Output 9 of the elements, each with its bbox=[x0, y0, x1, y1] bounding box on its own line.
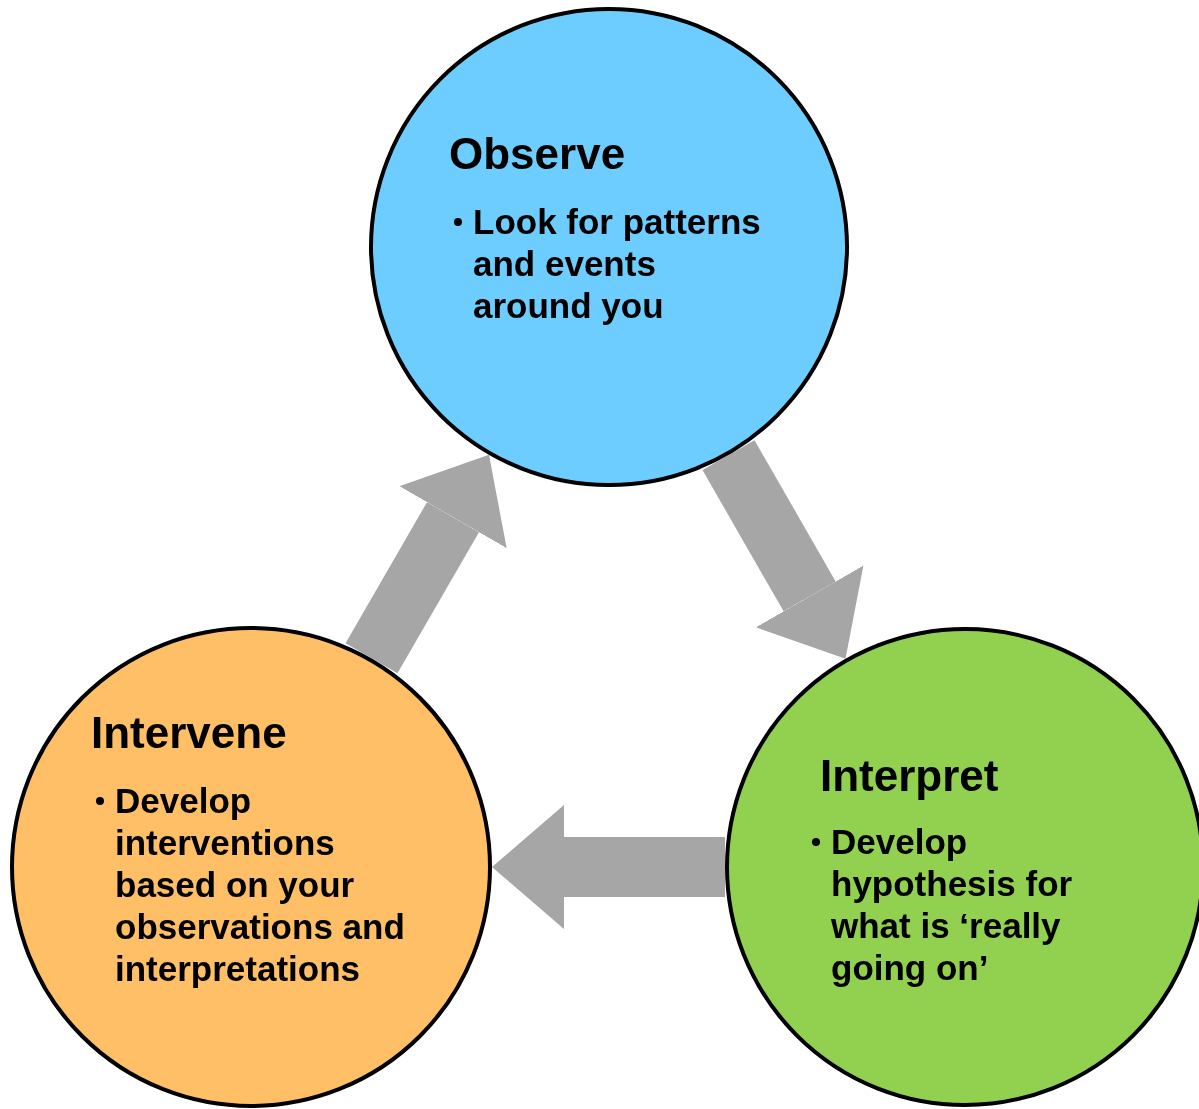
stage-heading: Intervene bbox=[91, 708, 287, 758]
bullet-text: Look for patterns and events around you bbox=[473, 201, 762, 327]
bullet-text: Develop hypothesis for what is ‘really going on’ bbox=[831, 821, 1074, 989]
bullet-text: Develop interventions based on your observations and interpretations bbox=[115, 780, 406, 990]
stage-heading: Observe bbox=[449, 129, 626, 179]
block-arrow bbox=[492, 805, 725, 929]
block-arrow bbox=[345, 454, 507, 674]
stage-heading: Interpret bbox=[820, 751, 999, 801]
block-arrow bbox=[702, 440, 864, 659]
